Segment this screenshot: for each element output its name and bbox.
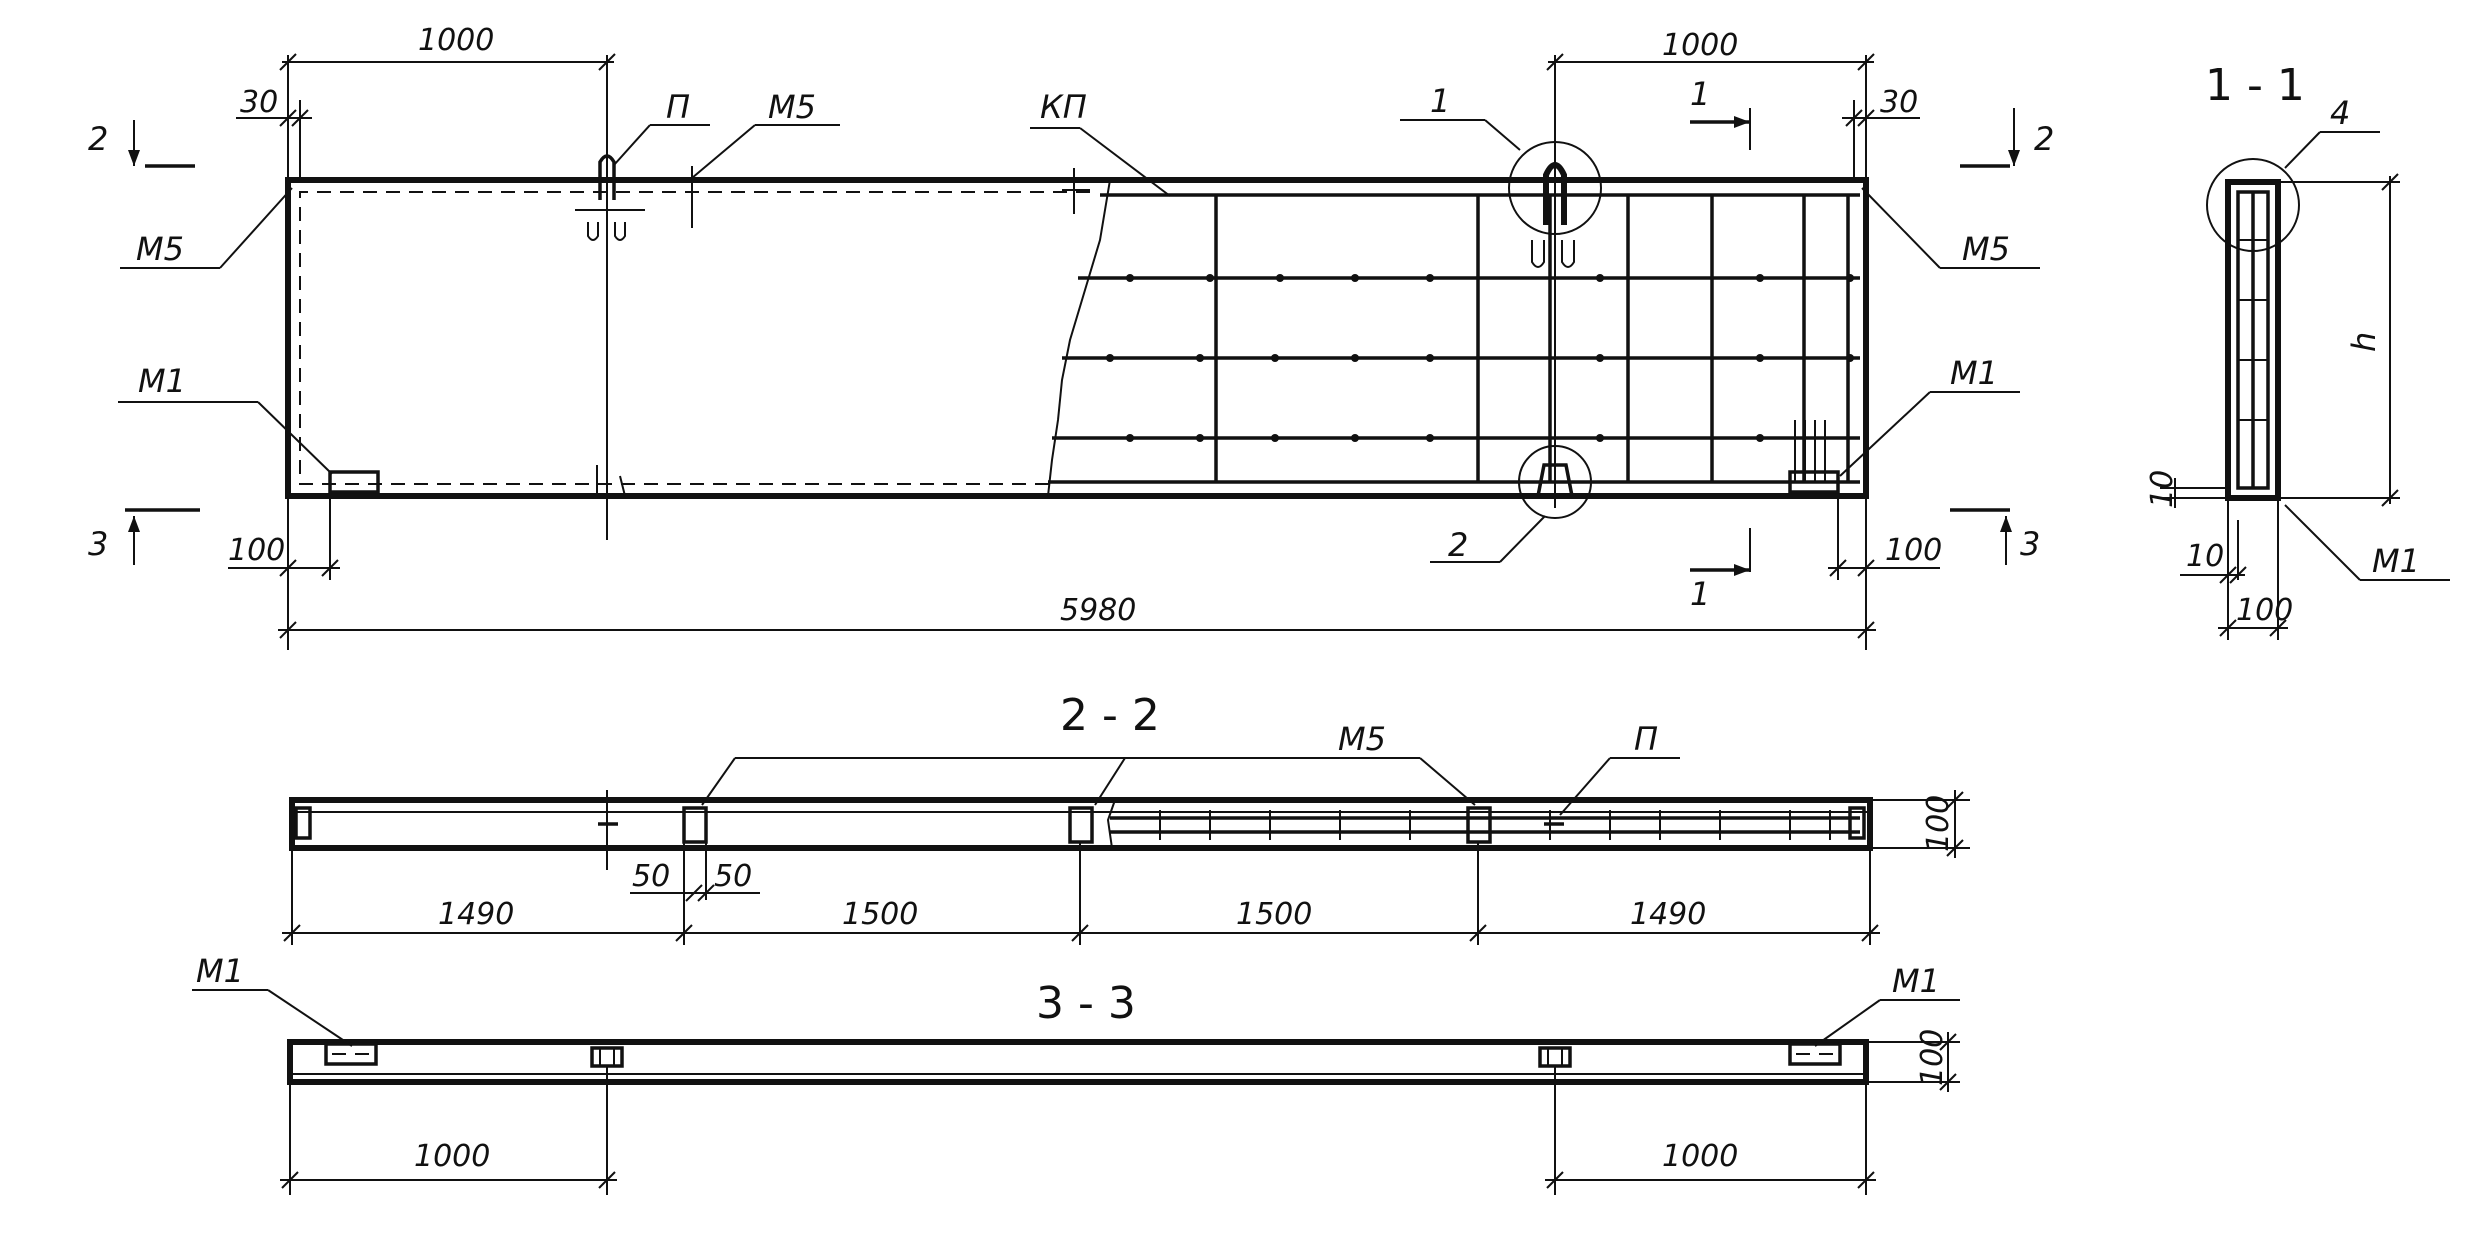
leader-text: М5 <box>768 88 816 126</box>
section-2-2: 2 - 2 М5 П <box>282 690 1970 945</box>
leader-text: М5 <box>136 230 184 268</box>
dim-text: 1000 <box>418 23 494 58</box>
embed-plate-m1-left <box>328 470 380 494</box>
section-1-1-outline <box>2225 179 2281 501</box>
beam-outline <box>285 177 1869 499</box>
dim-text: 1500 <box>842 897 918 932</box>
section-1-1: 1 - 1 4 h 10 10 100 <box>2145 60 2450 640</box>
dim-text: 1500 <box>1236 897 1312 932</box>
dim-text: 10 <box>2186 539 2224 574</box>
leader-text: М1 <box>1950 354 1998 392</box>
section-3-3: 3 - 3 М1 М1 100 1000 <box>192 952 1960 1195</box>
section-title: 3 - 3 <box>1036 978 1136 1029</box>
leader-text: П <box>666 88 690 126</box>
embed-plate-m5 <box>1466 806 1492 844</box>
dim-text: 100 <box>1885 533 1942 568</box>
leader-P: П <box>613 88 710 166</box>
dim-30-right: 30 <box>1842 85 1920 180</box>
cut-mark-2-right: 2 <box>1960 108 2054 168</box>
section-3-3-outline <box>287 1039 1869 1085</box>
cut-mark-3-left: 3 <box>88 508 200 565</box>
embed-plate-m1-right <box>1788 470 1840 494</box>
cut-mark-1-bottom: 1 <box>1690 528 1751 613</box>
dim-text: 10 <box>2145 470 2180 508</box>
cut-label: 1 <box>1690 75 1710 113</box>
lifting-loop-left <box>575 154 645 241</box>
leader-callout-2: 2 <box>1430 515 1546 564</box>
dim-text: 30 <box>240 85 278 120</box>
leader-text: 4 <box>2330 94 2350 132</box>
dim-text: 1490 <box>1630 897 1706 932</box>
break-line <box>1047 179 1111 497</box>
embed-plate-m5 <box>1538 1046 1572 1068</box>
leader-text: П <box>1634 720 1658 758</box>
leader-text: КП <box>1040 88 1087 126</box>
cut-label: 3 <box>2020 525 2040 563</box>
beam-inner-dashed <box>299 191 1090 485</box>
leader-text: М1 <box>138 362 186 400</box>
cut-label: 3 <box>88 525 108 563</box>
embed-plate-m5 <box>1068 806 1094 844</box>
leader-M5-right: М5 <box>1861 187 2040 269</box>
dim-text: 100 <box>1915 1029 1950 1086</box>
dim-text: 1000 <box>1662 28 1738 63</box>
leader-M1-right: М1 <box>1839 354 2020 477</box>
embed-plate-m5 <box>682 806 708 844</box>
dim-text: 5980 <box>1060 593 1136 628</box>
leader-M1-left: М1 <box>118 362 333 475</box>
leader-callout-1: 1 <box>1400 82 1521 151</box>
leader-M5-left: М5 <box>120 187 293 269</box>
elevation-view: 1000 1000 30 30 <box>88 23 2054 650</box>
dim-text: 50 <box>632 859 670 894</box>
detail-4-circle <box>2206 158 2300 252</box>
dim-100-left: 100 <box>228 496 340 580</box>
section-title: 2 - 2 <box>1060 690 1160 741</box>
dim-text: 1000 <box>414 1139 490 1174</box>
dim-top-right: 1000 <box>1546 28 1875 180</box>
leader-text: М1 <box>2372 542 2420 580</box>
dim-text: 100 <box>2236 593 2293 628</box>
dim-text: 1000 <box>1662 1139 1738 1174</box>
reinforcement-cage <box>1048 193 1860 484</box>
dim-100-right: 100 <box>1828 496 1942 580</box>
leader-text: М5 <box>1962 230 2010 268</box>
dim-text: 100 <box>228 533 285 568</box>
embed-plate-m1-right <box>1788 1042 1842 1066</box>
section-title: 1 - 1 <box>2205 60 2305 111</box>
dim-text: 30 <box>1880 85 1918 120</box>
dim-30-left: 30 <box>236 85 312 180</box>
cut-label: 2 <box>88 120 108 158</box>
embed-plate-m1-left <box>324 1042 378 1066</box>
leader-text: М1 <box>1892 962 1940 1000</box>
dim-top-left: 1000 <box>279 23 616 180</box>
dim-text: h <box>2345 332 2383 352</box>
cut-label: 2 <box>2034 120 2054 158</box>
cut-mark-2-left: 2 <box>88 120 195 168</box>
cut-mark-1-top: 1 <box>1690 75 1751 150</box>
embed-plate-m5 <box>1848 806 1866 840</box>
leader-text: 1 <box>1430 82 1450 120</box>
leader-text: М5 <box>1338 720 1386 758</box>
leader-text: 2 <box>1448 526 1468 564</box>
embed-plate-m5 <box>590 1046 624 1068</box>
dim-text: 1490 <box>438 897 514 932</box>
leader-KP: КП <box>1030 88 1171 197</box>
cut-label: 1 <box>1690 575 1710 613</box>
dim-total: 5980 <box>278 496 1876 650</box>
leader-text: М1 <box>196 952 244 990</box>
leader-M5-top: М5 <box>691 88 840 179</box>
embed-plate-m5 <box>294 806 312 840</box>
cut-mark-3-right: 3 <box>1950 508 2040 565</box>
dim-text: 50 <box>714 859 752 894</box>
dim-text: 100 <box>1921 795 1956 852</box>
